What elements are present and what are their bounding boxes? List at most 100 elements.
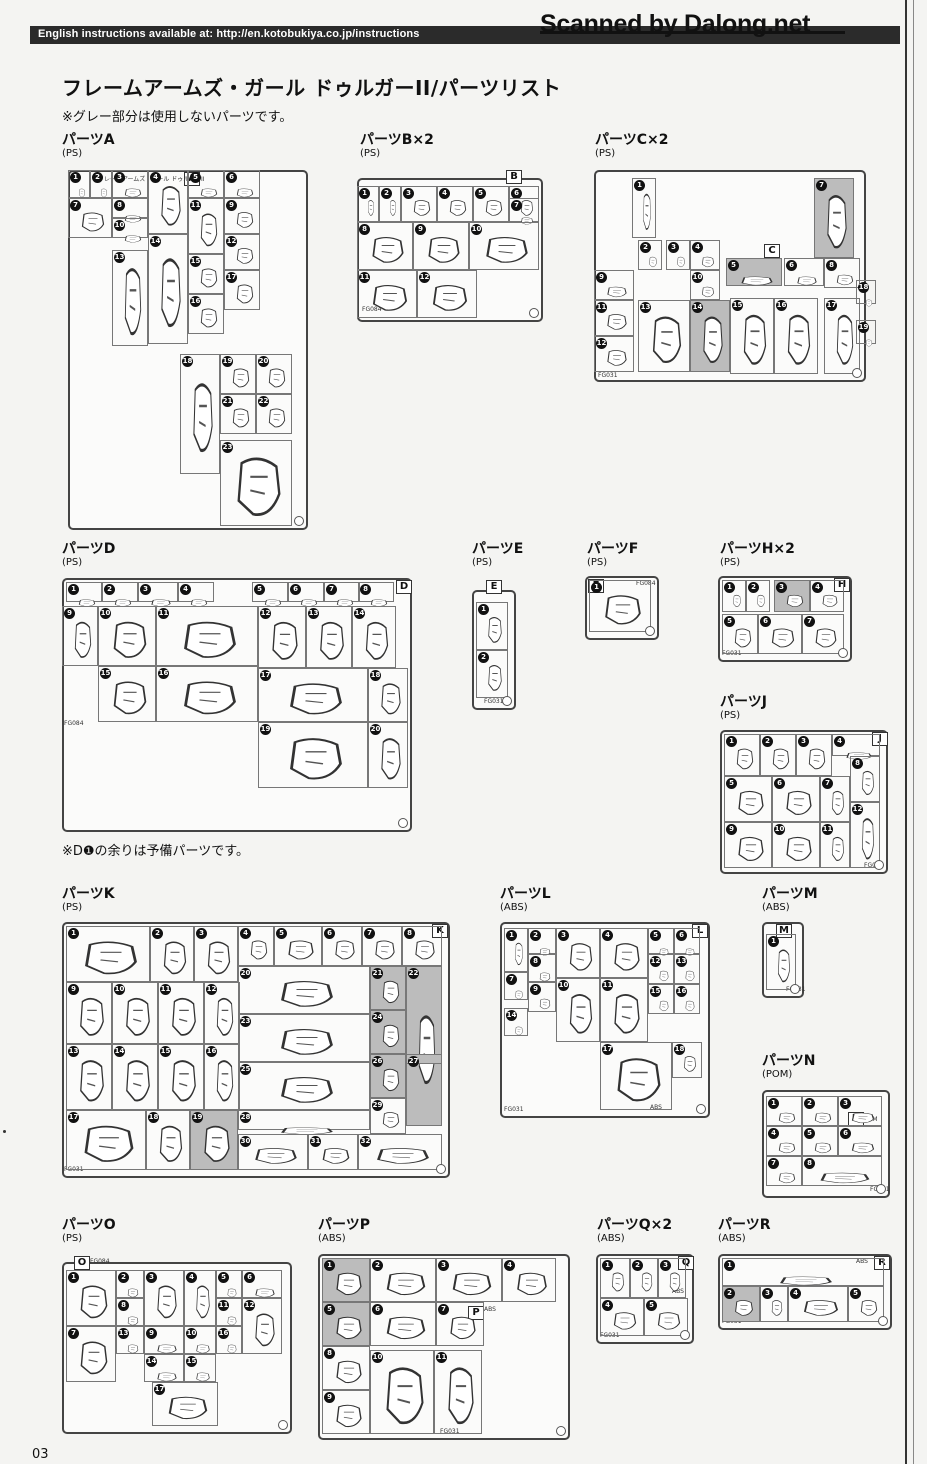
part-shape-k-11 [168,995,200,1043]
part-number-c-14: 14 [692,302,703,313]
page-edge-line-thin [913,0,914,1464]
part-cell-a-13 [112,250,148,346]
part-cell-c-6 [784,258,824,286]
part-shape-c-19 [865,332,873,351]
part-shape-l-14 [514,1021,524,1040]
part-shape-l-9 [538,995,552,1014]
part-cell-k-8 [402,926,442,966]
part-shape-b-9 [423,235,465,269]
part-cell-c-4 [690,240,720,270]
part-number-c-8: 8 [826,260,837,271]
part-shape-p-4 [512,1271,552,1301]
part-shape-d-13 [316,619,348,667]
part-number-j-8: 8 [852,758,863,769]
part-cell-n-1 [766,1096,802,1126]
part-number-a-17: 17 [226,272,237,283]
part-shape-o-12 [252,1311,278,1353]
part-shape-l-16 [684,997,696,1016]
part-cell-r-4 [788,1286,848,1322]
part-shape-a-19 [230,367,252,393]
part-number-p-6: 6 [372,1304,383,1315]
parts-m-label: パーツM(ABS) [762,886,818,914]
part-shape-c-4 [700,253,716,272]
part-number-o-15: 15 [186,1356,197,1367]
sprue-gate-n [876,1184,886,1194]
sprue-j-code: FG031 [864,862,884,869]
part-shape-a-21 [230,407,252,433]
part-cell-n-5 [802,1126,838,1156]
part-number-p-8: 8 [324,1348,335,1359]
part-cell-c-2 [638,240,662,270]
part-number-l-18: 18 [674,1044,685,1055]
part-cell-j-12 [850,802,880,868]
part-cell-c-12 [594,336,634,372]
part-cell-l-7 [504,972,528,1000]
part-cell-k-16 [204,1044,240,1110]
part-cell-j-3 [796,734,832,776]
part-cell-p-2 [370,1258,436,1302]
sprue-b-code: FG084 [362,306,382,313]
part-shape-r-4 [798,1299,844,1321]
part-cell-a-22 [256,394,292,434]
part-number-n-2: 2 [804,1098,815,1109]
part-number-o-11: 11 [218,1300,229,1311]
part-number-c-19: 19 [858,322,869,333]
part-number-l-6: 6 [676,930,687,941]
parts-e-label: パーツE(PS) [472,541,524,569]
part-shape-p-6 [380,1315,432,1345]
part-shape-o-5 [226,1283,238,1302]
part-number-d-15: 15 [100,668,111,679]
part-cell-q-1 [600,1258,630,1298]
part-number-k-11: 11 [160,984,171,995]
part-number-c-11: 11 [596,302,607,313]
part-shape-o-10 [194,1339,212,1358]
part-number-o-5: 5 [218,1272,229,1283]
part-number-h-3: 3 [776,582,787,593]
part-cell-p-4 [502,1258,556,1302]
part-number-d-12: 12 [260,608,271,619]
part-number-a-15: 15 [190,256,201,267]
part-shape-c-7 [824,191,850,257]
part-cell-f-1 [589,580,651,632]
part-shape-c-16 [784,311,814,373]
part-shape-j-3 [806,747,828,775]
part-cell-k-1 [66,926,150,982]
part-number-a-7: 7 [70,200,81,211]
part-number-d-10: 10 [100,608,111,619]
part-number-b-9: 9 [415,224,426,235]
part-cell-d-11 [156,606,258,666]
part-number-a-11: 11 [190,200,201,211]
part-cell-p-10 [370,1350,434,1434]
part-shape-n-4 [776,1139,798,1158]
part-number-j-6: 6 [774,778,785,789]
part-cell-l-12 [648,954,674,984]
part-shape-c-10 [700,283,716,302]
part-shape-l-8 [538,967,552,986]
part-cell-k-11 [158,982,204,1044]
part-number-k-30: 30 [240,1136,251,1147]
part-number-k-9: 9 [68,984,79,995]
part-cell-a-2 [90,170,112,198]
sprue-gate-f [645,626,655,636]
part-shape-b-3 [411,199,433,221]
part-number-n-5: 5 [804,1128,815,1139]
part-number-q-5: 5 [646,1300,657,1311]
part-shape-l-18 [682,1055,698,1077]
part-cell-h-6 [758,614,802,654]
part-number-l-2: 2 [530,930,541,941]
part-number-h-6: 6 [760,616,771,627]
part-shape-k-16 [214,1057,236,1109]
part-cell-d-20 [368,722,408,788]
part-number-q-4: 4 [602,1300,613,1311]
part-number-h-5: 5 [724,616,735,627]
part-shape-l-1 [514,941,524,971]
part-shape-n-8 [812,1169,878,1188]
part-shape-e-2 [486,663,504,697]
parts-p-label: パーツP(ABS) [318,1217,370,1245]
part-shape-a-22 [266,407,288,433]
part-shape-l-6 [684,941,696,960]
part-number-n-7: 7 [768,1158,779,1169]
part-cell-o-2 [116,1270,144,1298]
part-shape-o-7 [76,1339,112,1381]
part-cell-b-2 [379,186,401,222]
